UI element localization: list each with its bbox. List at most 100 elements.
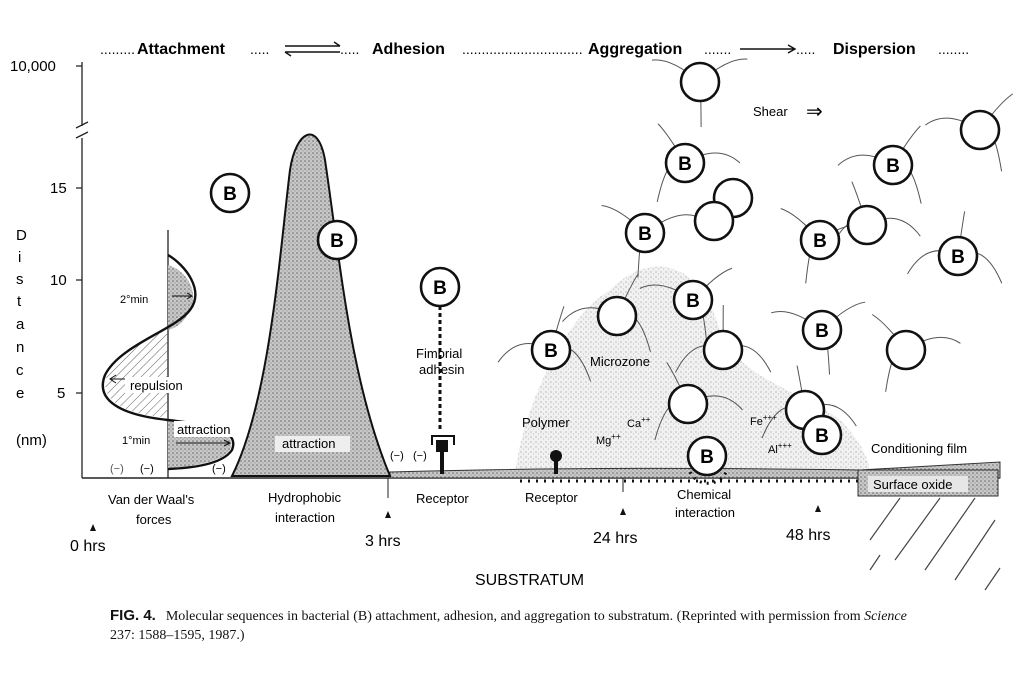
- bacterium-label: B: [815, 426, 829, 447]
- time-3h: 3 hrs: [365, 533, 401, 550]
- ion-charge: +++: [778, 441, 792, 450]
- mechanism-labels: Van der Waal's forces Hydrophobic intera…: [108, 487, 735, 527]
- chemical-bond-dots: [688, 471, 728, 485]
- vdw-energy-curve: [101, 253, 235, 471]
- charge-label: (−): [110, 463, 124, 475]
- polymer-label: Polymer: [522, 415, 570, 430]
- y-tick: 5: [57, 385, 65, 402]
- bacterium-cell: [846, 204, 888, 246]
- caption-journal: Science: [864, 609, 907, 624]
- surface-oxide-label: Surface oxide: [873, 477, 953, 492]
- dots: ...............................: [462, 41, 583, 57]
- bacterium-label: B: [223, 184, 237, 205]
- stage-header: ......... Attachment ..... ..... Adhesio…: [100, 41, 969, 58]
- bacterium-cell: [801, 414, 843, 456]
- charge-label: (−): [390, 450, 404, 462]
- repulsion-label: repulsion: [130, 378, 183, 393]
- chemical-label: Chemical: [677, 487, 731, 502]
- vdw-label: forces: [136, 512, 172, 527]
- bacterium-cell: [419, 266, 461, 308]
- dots: .........: [100, 41, 135, 57]
- hydrophobic-label: interaction: [275, 510, 335, 525]
- chemical-label: interaction: [675, 505, 735, 520]
- axis-letter: i: [18, 249, 21, 266]
- y-axis-unit: (nm): [16, 432, 47, 449]
- stage-adhesion: Adhesion: [372, 41, 445, 58]
- time-markers: 0 hrs 3 hrs 24 hrs 48 hrs: [70, 505, 830, 555]
- ion-charge: ++: [611, 432, 621, 441]
- ca-ion: Ca++: [627, 415, 651, 430]
- fe-ion: Fe+++: [750, 413, 777, 428]
- bacterium-cell: [596, 295, 638, 337]
- bacterium-label: B: [686, 291, 700, 312]
- charge-label: (−): [212, 463, 226, 475]
- ion-charge: +++: [763, 413, 777, 422]
- bacterium-cell: [937, 235, 979, 277]
- receptor-icon: [431, 435, 455, 474]
- label-bg: [275, 436, 350, 452]
- y-tick: 15: [50, 180, 67, 197]
- bacterium-label: B: [678, 154, 692, 175]
- bacterium-cell: [667, 383, 709, 425]
- shear-arrow-icon: ⇒: [806, 101, 823, 123]
- receptor-label: Receptor: [525, 490, 578, 505]
- axis-letter: s: [16, 271, 24, 288]
- bacterium-cell: [679, 61, 721, 103]
- hydrophobic-attraction-label: attraction: [282, 436, 335, 451]
- y-tick: 10: [50, 272, 67, 289]
- caption-text: Molecular sequences in bacterial (B) att…: [165, 609, 865, 624]
- ion-symbol: Mg: [596, 435, 611, 447]
- bacterium-label: B: [815, 321, 829, 342]
- dots: ........: [938, 41, 969, 57]
- bacterium-cell: [530, 329, 572, 371]
- stage-attachment: Attachment: [137, 41, 226, 58]
- bacterium-cell: [702, 329, 744, 371]
- ion-symbol: Fe: [750, 416, 763, 428]
- bacterium-label: B: [330, 231, 344, 252]
- bacterium-label: B: [433, 278, 447, 299]
- figure-caption: FIG. 4.Molecular sequences in bacterial …: [110, 606, 930, 645]
- bacterium-cell: [664, 142, 706, 184]
- charge-label: (−): [413, 450, 427, 462]
- ion-symbol: Ca: [627, 418, 642, 430]
- bacterium-cell: [959, 109, 1001, 151]
- dots: .......: [704, 41, 731, 57]
- label-bg: [868, 476, 968, 492]
- axis-letter: e: [16, 385, 24, 402]
- axis-letter: n: [16, 339, 24, 356]
- axis-letter: D: [16, 227, 27, 244]
- label-bg: [174, 421, 244, 437]
- stage-dispersion: Dispersion: [833, 41, 916, 58]
- bacterium-cell: [693, 200, 735, 242]
- bacterium-label: B: [700, 447, 714, 468]
- shear-label: Shear: [753, 104, 788, 119]
- bacterium-cell: [799, 219, 841, 261]
- dots: .....: [250, 41, 269, 57]
- time-0h: 0 hrs: [70, 538, 106, 555]
- time-48h: 48 hrs: [786, 527, 830, 544]
- axis-letter: a: [16, 316, 25, 333]
- microzone-label: Microzone: [590, 354, 650, 369]
- bacterium-label: B: [638, 224, 652, 245]
- axis-letter: c: [16, 362, 24, 379]
- bacterium-label: B: [813, 231, 827, 252]
- vdw-attraction-label: attraction: [177, 422, 230, 437]
- arrow-icon: [172, 292, 193, 300]
- substratum-label: SUBSTRATUM: [475, 572, 584, 589]
- vdw-label: Van der Waal's: [108, 492, 195, 507]
- dots: .....: [340, 41, 359, 57]
- stage-aggregation: Aggregation: [588, 41, 682, 58]
- fimbrial-label: Fimbrial: [416, 346, 462, 361]
- dots: .....: [796, 41, 815, 57]
- y-tick: 10,000: [10, 58, 56, 75]
- axis-letter: t: [17, 293, 22, 310]
- ion-symbol: Al: [768, 444, 778, 456]
- vdw-repulsion-region: [105, 330, 168, 418]
- hydrophobic-label: Hydrophobic: [268, 490, 341, 505]
- bacterium-cell: [801, 309, 843, 351]
- bacterium-cell: [885, 329, 927, 371]
- mg-ion: Mg++: [596, 432, 621, 447]
- reversible-arrow-icon: [284, 41, 341, 57]
